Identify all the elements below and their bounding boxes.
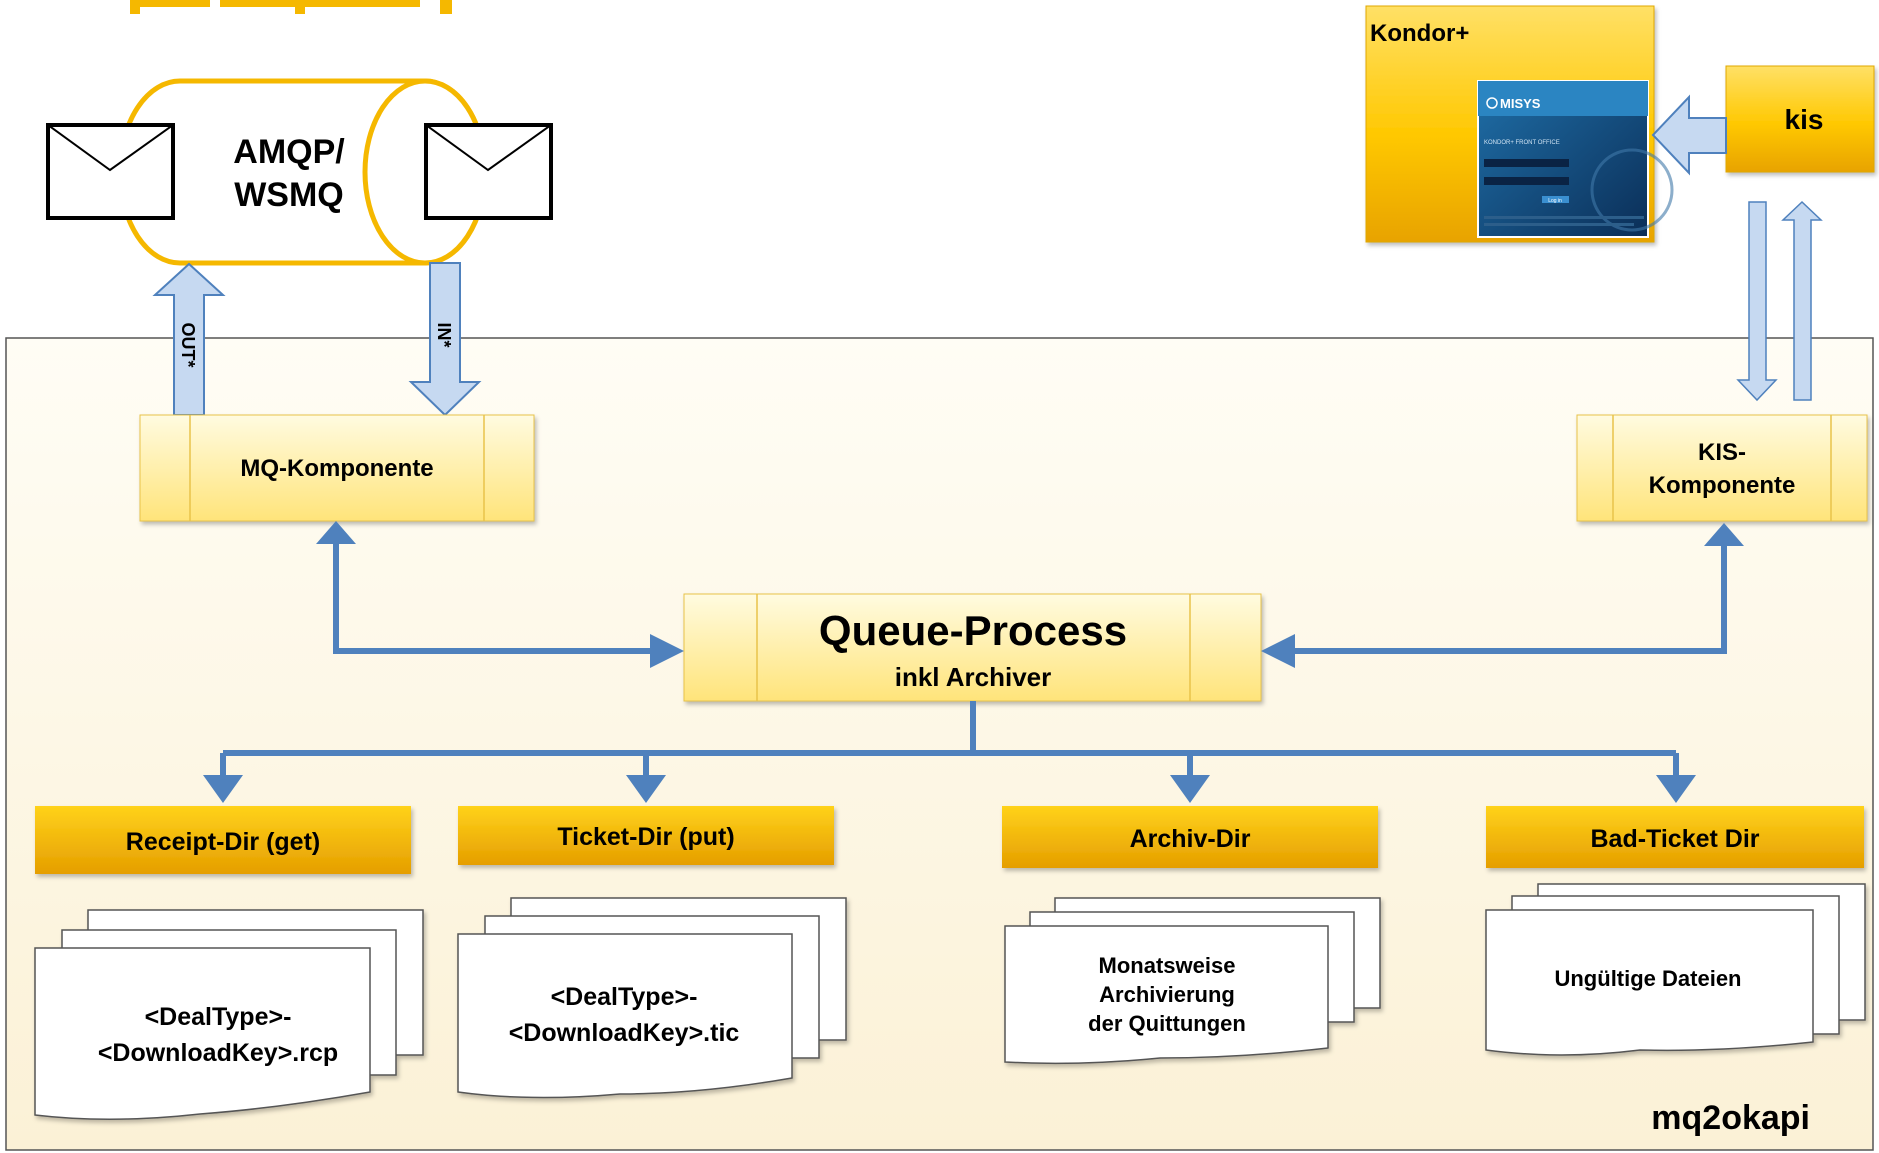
mq-komponente-label: MQ-Komponente xyxy=(240,455,433,482)
kondor-screenshot: MISYS KONDOR+ FRONT OFFICE Log in xyxy=(1477,80,1674,238)
archiv-files-stack xyxy=(1004,897,1381,1065)
connectors xyxy=(220,544,1727,775)
container-label: mq2okapi xyxy=(1651,1099,1810,1137)
ticket-files-line1: <DealType>- xyxy=(551,983,698,1011)
receipt-dir-box: Receipt-Dir (get) xyxy=(35,806,411,874)
ticket-files-stack xyxy=(457,897,847,1099)
mq-komponente-box: MQ-Komponente xyxy=(139,414,535,522)
out-arrow: OUT* xyxy=(152,262,226,416)
kis-down-arrow xyxy=(1736,201,1778,402)
in-arrow: IN* xyxy=(408,262,482,417)
ticket-dir-label: Ticket-Dir (put) xyxy=(557,823,734,851)
top-decoration xyxy=(130,0,452,14)
bad-ticket-files-line1: Ungültige Dateien xyxy=(1554,966,1741,991)
archiv-files-line3: der Quittungen xyxy=(1088,1011,1246,1036)
arrowheads xyxy=(203,521,1744,803)
kondor-screen-subtitle: KONDOR+ FRONT OFFICE xyxy=(1484,140,1560,146)
kis-box: kis xyxy=(1725,65,1875,173)
kondor-screen-button: Log in xyxy=(1548,198,1562,204)
archiv-dir-label: Archiv-Dir xyxy=(1130,825,1251,853)
kis-komponente-box: KIS- Komponente xyxy=(1576,414,1868,522)
ticket-dir-box: Ticket-Dir (put) xyxy=(458,806,834,865)
ticket-files-line2: <DownloadKey>.tic xyxy=(509,1019,740,1047)
kis-to-kondor-arrow xyxy=(1651,94,1727,176)
kis-up-arrow xyxy=(1781,200,1823,401)
receipt-files-line1: <DealType>- xyxy=(145,1003,292,1031)
out-label: OUT* xyxy=(178,323,198,368)
archiv-files-line2: Archivierung xyxy=(1099,982,1235,1007)
kondor-title: Kondor+ xyxy=(1370,20,1469,47)
kondor-box: Kondor+ MISYS KONDOR+ FRONT OFFICE Log i… xyxy=(1365,5,1674,243)
kis-komponente-line1: KIS- xyxy=(1698,439,1746,466)
receipt-files-line2: <DownloadKey>.rcp xyxy=(98,1039,338,1067)
archiv-files-line1: Monatsweise xyxy=(1099,953,1236,978)
envelope-right-icon xyxy=(424,123,553,220)
misys-brand: MISYS xyxy=(1500,96,1541,111)
amqp-queue-cylinder: AMQP/ WSMQ xyxy=(117,78,488,266)
bad-ticket-files-stack xyxy=(1485,883,1866,1056)
kis-komponente-line2: Komponente xyxy=(1649,472,1796,499)
archiv-dir-box: Archiv-Dir xyxy=(1002,806,1378,868)
amqp-label-line2: WSMQ xyxy=(234,176,344,214)
amqp-label-line1: AMQP/ xyxy=(233,133,345,171)
envelope-left-icon xyxy=(46,123,175,220)
bad-ticket-dir-label: Bad-Ticket Dir xyxy=(1590,825,1759,853)
receipt-dir-label: Receipt-Dir (get) xyxy=(126,828,320,856)
queue-process-title: Queue-Process xyxy=(819,607,1127,654)
bad-ticket-dir-box: Bad-Ticket Dir xyxy=(1486,806,1864,868)
receipt-files-stack xyxy=(34,909,424,1121)
queue-process-box: Queue-Process inkl Archiver xyxy=(683,593,1262,702)
queue-process-subtitle: inkl Archiver xyxy=(895,662,1052,692)
kis-label: kis xyxy=(1785,104,1824,135)
in-label: IN* xyxy=(434,322,454,347)
